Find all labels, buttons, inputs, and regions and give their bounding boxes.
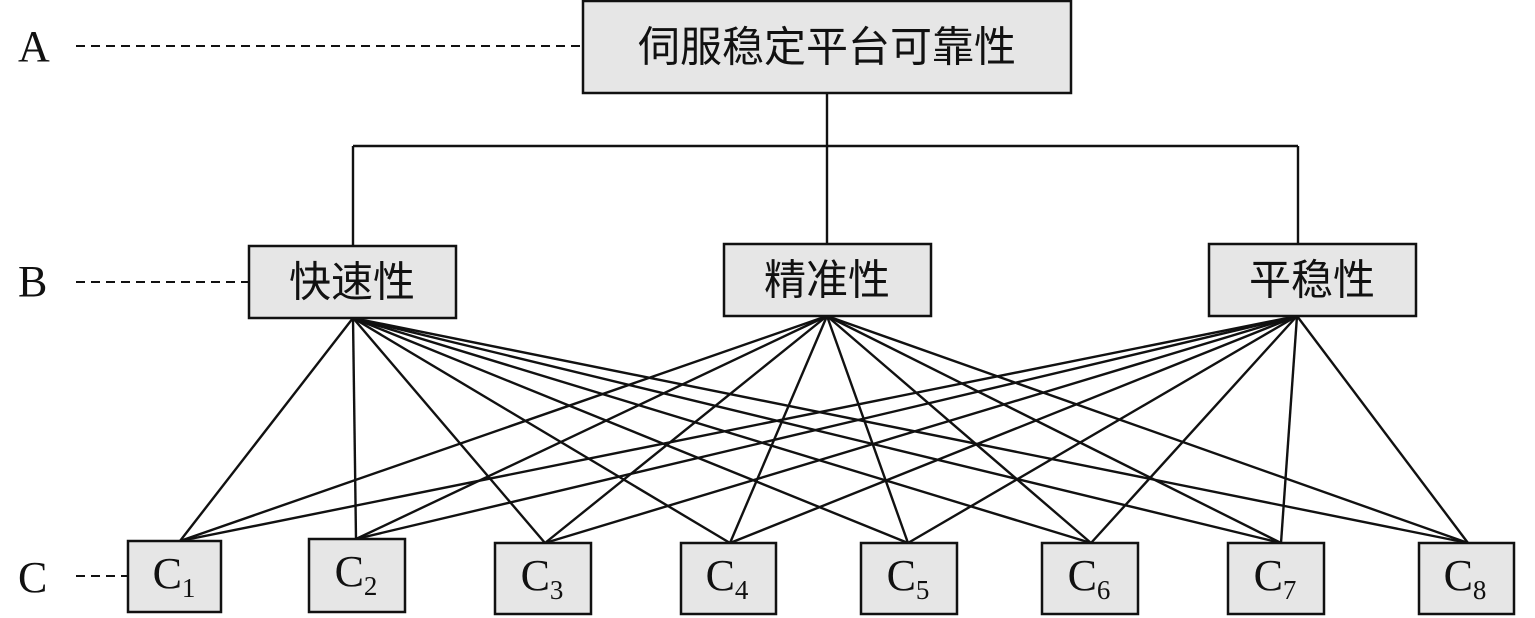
indicator-label: C4: [706, 551, 749, 605]
criterion-3-to-indicator-7-link: [1279, 315, 1299, 544]
criterion-1-to-indicator-6-link: [352, 316, 1092, 545]
indicator-node-c3: C3: [493, 541, 593, 616]
goal-to-criteria-connector: [351, 93, 1300, 246]
criterion-2-to-indicator-1-link: [179, 314, 828, 543]
criterion-node-precision: 精准性: [722, 242, 933, 318]
criterion-2-to-indicator-8-link: [826, 314, 1469, 545]
criterion-1-to-indicator-1-link: [179, 317, 354, 542]
criterion-3-to-indicator-5-link: [907, 314, 1298, 545]
criterion-2-to-indicator-3-link: [544, 315, 828, 544]
criterion-label: 平稳性: [1249, 256, 1375, 305]
indicator-node-c5: C5: [859, 541, 959, 616]
indicator-node-c6: C6: [1040, 541, 1140, 616]
criterion-node-stability: 平稳性: [1207, 242, 1418, 318]
criterion-1-to-indicator-3-link: [352, 317, 546, 544]
goal-label: 伺服稳定平台可靠性: [638, 23, 1016, 72]
indicator-box: [1417, 541, 1516, 616]
goal-box: [581, 0, 1073, 95]
level-label-b: B: [18, 257, 47, 306]
criterion-3-to-indicator-3-link: [544, 314, 1298, 545]
criterion-1-to-indicator-2-link: [351, 317, 358, 540]
criterion-label: 快速性: [289, 258, 415, 307]
criterion-2-to-indicator-4-link: [728, 315, 829, 544]
indicator-box: [1226, 541, 1326, 616]
criterion-3-to-indicator-6-link: [1090, 315, 1298, 544]
indicator-node-c4: C4: [679, 541, 778, 616]
criterion-2-to-indicator-6-link: [826, 315, 1092, 544]
level-label-c: C: [18, 553, 47, 602]
connector-lines: [179, 93, 1469, 545]
criterion-1-to-indicator-8-link: [352, 316, 1469, 545]
indicator-node-c2: C2: [307, 537, 407, 614]
indicator-box: [1040, 541, 1140, 616]
level-label-a: A: [18, 22, 50, 71]
criterion-node-speed: 快速性: [247, 244, 458, 320]
indicator-label: C8: [1444, 551, 1487, 605]
criterion-2-to-indicator-7-link: [826, 314, 1282, 545]
criterion-box: [722, 242, 933, 318]
indicator-label: C5: [887, 551, 930, 605]
indicator-label: C7: [1254, 551, 1297, 605]
indicator-box: [493, 541, 593, 616]
goal-node: 伺服稳定平台可靠性: [581, 0, 1073, 95]
criterion-2-to-indicator-5-link: [825, 315, 910, 544]
indicator-box: [859, 541, 959, 616]
criterion-label: 精准性: [764, 256, 890, 305]
criterion-3-to-indicator-2-link: [355, 314, 1298, 541]
criterion-1-to-indicator-5-link: [352, 316, 909, 545]
indicator-box: [307, 537, 407, 614]
indicator-node-c7: C7: [1226, 541, 1326, 616]
indicator-node-c8: C8: [1417, 541, 1516, 616]
indicator-box: [126, 539, 223, 614]
criterion-box: [247, 244, 458, 320]
criterion-3-to-indicator-1-link: [179, 314, 1298, 543]
indicator-label: C6: [1068, 551, 1111, 605]
indicator-node-c1: C1: [126, 539, 223, 614]
criterion-3-to-indicator-8-link: [1296, 315, 1469, 544]
indicator-box: [679, 541, 778, 616]
indicator-label: C3: [521, 551, 564, 605]
criterion-box: [1207, 242, 1418, 318]
criterion-3-to-indicator-4-link: [729, 314, 1298, 545]
criterion-2-to-indicator-2-link: [355, 314, 828, 541]
indicator-label: C1: [153, 549, 196, 603]
criterion-1-to-indicator-4-link: [352, 316, 731, 545]
indicator-label: C2: [335, 547, 378, 601]
